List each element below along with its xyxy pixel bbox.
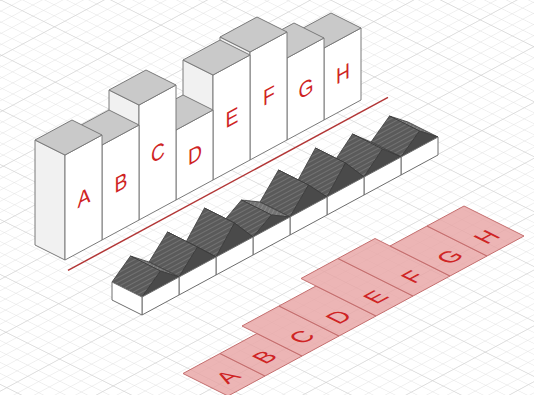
building-letter: A — [77, 183, 90, 212]
divider-line — [68, 97, 388, 270]
building-blocks — [35, 13, 361, 260]
building-letter: E — [225, 103, 238, 132]
footprint-plan — [183, 206, 524, 395]
building-letter: F — [263, 82, 275, 110]
building-letter: B — [114, 168, 127, 197]
roof-row — [112, 116, 438, 315]
